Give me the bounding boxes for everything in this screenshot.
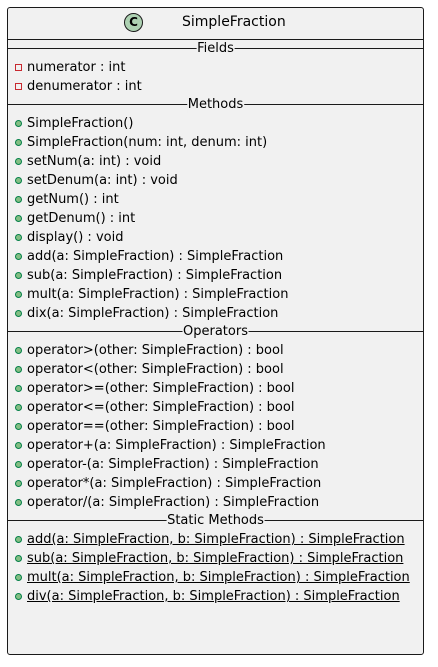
private-visibility-icon bbox=[15, 83, 22, 90]
public-visibility-icon bbox=[15, 139, 22, 146]
method-item: dix(a: SimpleFraction) : SimpleFraction bbox=[8, 304, 423, 323]
public-visibility-icon bbox=[15, 593, 22, 600]
operator-item: operator<=(other: SimpleFraction) : bool bbox=[8, 398, 423, 417]
operator-item: operator*(a: SimpleFraction) : SimpleFra… bbox=[8, 474, 423, 493]
field-item-text: denumerator : int bbox=[27, 79, 142, 94]
operator-item-text: operator<(other: SimpleFraction) : bool bbox=[27, 362, 284, 377]
operator-item-text: operator>=(other: SimpleFraction) : bool bbox=[27, 381, 295, 396]
operator-item-text: operator/(a: SimpleFraction) : SimpleFra… bbox=[27, 495, 320, 510]
public-visibility-icon bbox=[15, 536, 22, 543]
field-item-text: numerator : int bbox=[27, 60, 126, 75]
operator-item: operator>=(other: SimpleFraction) : bool bbox=[8, 379, 423, 398]
field-item: denumerator : int bbox=[8, 77, 423, 96]
operator-item-text: operator*(a: SimpleFraction) : SimpleFra… bbox=[27, 476, 322, 491]
class-name: SimpleFraction bbox=[182, 14, 286, 30]
static-method-item-text: div(a: SimpleFraction, b: SimpleFraction… bbox=[27, 589, 400, 604]
method-item-text: SimpleFraction(num: int, denum: int) bbox=[27, 135, 268, 150]
method-item-text: setNum(a: int) : void bbox=[27, 154, 162, 169]
method-item-text: dix(a: SimpleFraction) : SimpleFraction bbox=[27, 306, 279, 321]
section-title-fields: Fields bbox=[8, 40, 423, 58]
method-item-text: getDenum() : int bbox=[27, 211, 136, 226]
operator-item-text: operator<=(other: SimpleFraction) : bool bbox=[27, 400, 295, 415]
public-visibility-icon bbox=[15, 120, 22, 127]
public-visibility-icon bbox=[15, 234, 22, 241]
operators-list: operator>(other: SimpleFraction) : bool o… bbox=[8, 341, 423, 512]
method-item-text: SimpleFraction() bbox=[27, 116, 134, 131]
public-visibility-icon bbox=[15, 272, 22, 279]
method-item: SimpleFraction() bbox=[8, 114, 423, 133]
public-visibility-icon bbox=[15, 480, 22, 487]
operator-item: operator==(other: SimpleFraction) : bool bbox=[8, 417, 423, 436]
public-visibility-icon bbox=[15, 253, 22, 260]
private-visibility-icon bbox=[15, 64, 22, 71]
class-icon: C bbox=[124, 13, 143, 32]
method-item: setDenum(a: int) : void bbox=[8, 171, 423, 190]
method-item: setNum(a: int) : void bbox=[8, 152, 423, 171]
methods-list: SimpleFraction() SimpleFraction(num: int,… bbox=[8, 114, 423, 323]
method-item: SimpleFraction(num: int, denum: int) bbox=[8, 133, 423, 152]
operator-item: operator/(a: SimpleFraction) : SimpleFra… bbox=[8, 493, 423, 512]
fields-list: numerator : int denumerator : int bbox=[8, 58, 423, 96]
public-visibility-icon bbox=[15, 423, 22, 430]
operator-item-text: operator-(a: SimpleFraction) : SimpleFra… bbox=[27, 457, 319, 472]
public-visibility-icon bbox=[15, 196, 22, 203]
operator-item: operator+(a: SimpleFraction) : SimpleFra… bbox=[8, 436, 423, 455]
public-visibility-icon bbox=[15, 442, 22, 449]
method-item-text: mult(a: SimpleFraction) : SimpleFraction bbox=[27, 287, 289, 302]
method-item-text: sub(a: SimpleFraction) : SimpleFraction bbox=[27, 268, 283, 283]
public-visibility-icon bbox=[15, 574, 22, 581]
method-item-text: add(a: SimpleFraction) : SimpleFraction bbox=[27, 249, 284, 264]
public-visibility-icon bbox=[15, 347, 22, 354]
operator-item-text: operator==(other: SimpleFraction) : bool bbox=[27, 419, 295, 434]
operator-item-text: operator+(a: SimpleFraction) : SimpleFra… bbox=[27, 438, 326, 453]
method-item: display() : void bbox=[8, 228, 423, 247]
static-method-item-text: add(a: SimpleFraction, b: SimpleFraction… bbox=[27, 532, 405, 547]
public-visibility-icon bbox=[15, 291, 22, 298]
static-methods-list: add(a: SimpleFraction, b: SimpleFraction… bbox=[8, 530, 423, 606]
class-box-simplefraction: C SimpleFraction Fields numerator : int d… bbox=[7, 7, 424, 655]
method-item: getNum() : int bbox=[8, 190, 423, 209]
public-visibility-icon bbox=[15, 158, 22, 165]
operator-item: operator>(other: SimpleFraction) : bool bbox=[8, 341, 423, 360]
method-item-text: display() : void bbox=[27, 230, 124, 245]
public-visibility-icon bbox=[15, 215, 22, 222]
static-method-item-text: sub(a: SimpleFraction, b: SimpleFraction… bbox=[27, 551, 404, 566]
public-visibility-icon bbox=[15, 461, 22, 468]
method-item-text: getNum() : int bbox=[27, 192, 119, 207]
section-title-methods: Methods bbox=[8, 96, 423, 114]
public-visibility-icon bbox=[15, 366, 22, 373]
method-item: add(a: SimpleFraction) : SimpleFraction bbox=[8, 247, 423, 266]
class-header: C SimpleFraction bbox=[8, 8, 423, 40]
public-visibility-icon bbox=[15, 177, 22, 184]
operator-item: operator-(a: SimpleFraction) : SimpleFra… bbox=[8, 455, 423, 474]
section-title-operators: Operators bbox=[8, 323, 423, 341]
operator-item-text: operator>(other: SimpleFraction) : bool bbox=[27, 343, 284, 358]
public-visibility-icon bbox=[15, 404, 22, 411]
static-method-item: mult(a: SimpleFraction, b: SimpleFractio… bbox=[8, 568, 423, 587]
method-item: getDenum() : int bbox=[8, 209, 423, 228]
section-title-static-methods: Static Methods bbox=[8, 512, 423, 530]
method-item: mult(a: SimpleFraction) : SimpleFraction bbox=[8, 285, 423, 304]
method-item: sub(a: SimpleFraction) : SimpleFraction bbox=[8, 266, 423, 285]
public-visibility-icon bbox=[15, 499, 22, 506]
public-visibility-icon bbox=[15, 310, 22, 317]
method-item-text: setDenum(a: int) : void bbox=[27, 173, 178, 188]
static-method-item-text: mult(a: SimpleFraction, b: SimpleFractio… bbox=[27, 570, 410, 585]
static-method-item: add(a: SimpleFraction, b: SimpleFraction… bbox=[8, 530, 423, 549]
static-method-item: sub(a: SimpleFraction, b: SimpleFraction… bbox=[8, 549, 423, 568]
public-visibility-icon bbox=[15, 385, 22, 392]
operator-item: operator<(other: SimpleFraction) : bool bbox=[8, 360, 423, 379]
public-visibility-icon bbox=[15, 555, 22, 562]
field-item: numerator : int bbox=[8, 58, 423, 77]
static-method-item: div(a: SimpleFraction, b: SimpleFraction… bbox=[8, 587, 423, 606]
